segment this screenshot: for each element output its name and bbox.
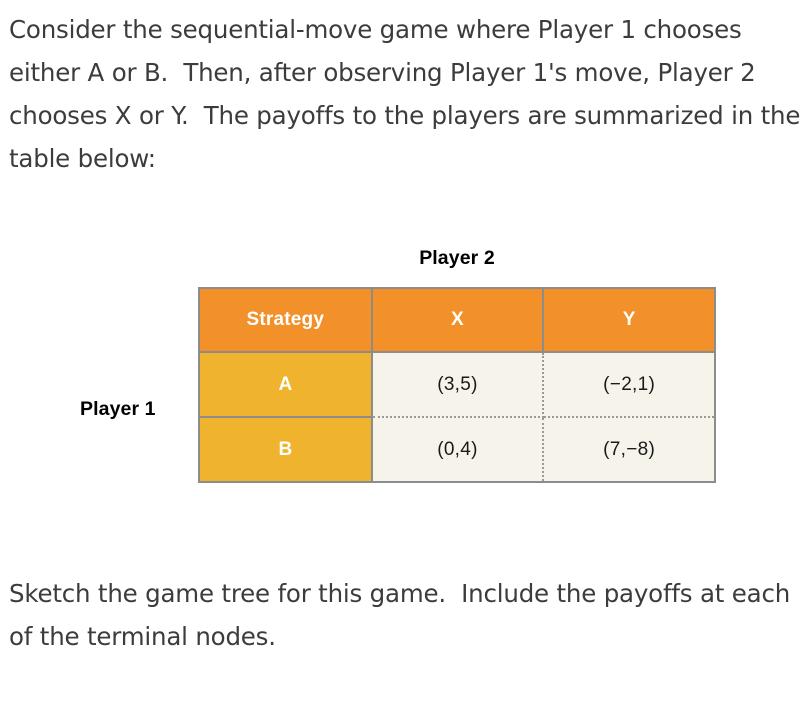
payoff-cell-b-y: (7,−8) <box>543 417 715 482</box>
payoff-cell-b-x: (0,4) <box>371 417 545 482</box>
column-header-strategy: Strategy <box>199 288 373 353</box>
payoff-table: Strategy X Y A (3,5) (−2,1) B (0,4) (7,−… <box>198 287 716 483</box>
table-header-row: Strategy X Y <box>199 288 715 353</box>
column-header-y: Y <box>543 288 715 353</box>
row-header-a: A <box>199 352 373 418</box>
table-row: B (0,4) (7,−8) <box>199 417 715 482</box>
payoff-cell-a-y: (−2,1) <box>543 352 715 418</box>
column-header-x: X <box>371 288 545 353</box>
payoff-matrix-region: Player 2 Player 1 Strategy X Y A (3,5) (… <box>80 247 716 483</box>
table-row: A (3,5) (−2,1) <box>199 352 715 418</box>
player2-axis-label: Player 2 <box>419 247 495 269</box>
row-header-b: B <box>199 417 373 482</box>
player1-axis-label: Player 1 <box>80 398 156 420</box>
intro-paragraph: Consider the sequential-move game where … <box>9 15 801 173</box>
closing-paragraph: Sketch the game tree for this game. Incl… <box>9 579 798 651</box>
payoff-cell-a-x: (3,5) <box>371 352 545 418</box>
